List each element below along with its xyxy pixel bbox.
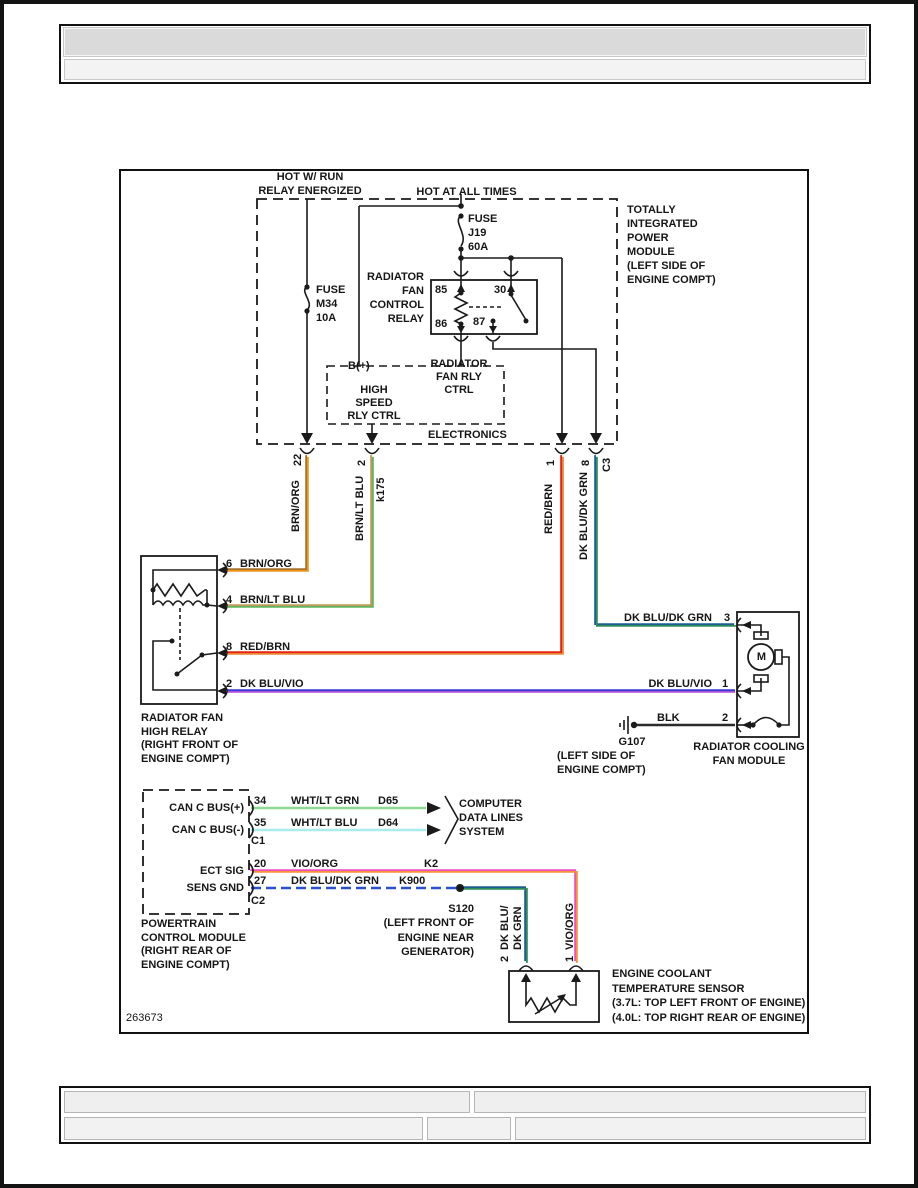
connector-c3: C3	[601, 457, 613, 472]
tipm-pin-2: 2	[356, 459, 368, 466]
tipm-box	[256, 198, 618, 445]
wire-s120-to-sensor	[459, 886, 528, 963]
b-plus-label: B(+)	[348, 360, 370, 372]
ground-g107-symbol	[619, 716, 638, 734]
footer-cell-top-left	[64, 1091, 470, 1113]
circuit-k900: K900	[399, 875, 426, 887]
sensor-wire-dk-blu-dk-grn-vert: DK BLU/ DK GRN	[499, 905, 524, 950]
fan-rly-ctrl-label: RADIATOR FAN RLY CTRL	[430, 358, 488, 396]
splice-s120-dot	[456, 884, 464, 892]
pcm-pin-27: 27	[254, 875, 267, 887]
wire-dk-blu-dk-grn	[594, 455, 736, 627]
fan-wire-dk-blu-dk-grn: DK BLU/DK GRN	[624, 612, 712, 624]
pcm-signal-sens-gnd: SENS GND	[186, 882, 244, 894]
fan-wire-dk-blu-vio: DK BLU/VIO	[648, 678, 712, 690]
wire-label-vio-org: VIO/ORG	[291, 858, 339, 870]
splice-s120-location: (LEFT FRONT OF ENGINE NEAR GENERATOR)	[383, 917, 474, 958]
pcm-pin-35: 35	[254, 817, 267, 829]
pcm-pin-34: 34	[254, 795, 267, 807]
footer-cell-top-right	[474, 1091, 866, 1113]
wiring-diagram-canvas	[140, 194, 800, 1023]
ect-sensor	[508, 965, 600, 1023]
wire-dk-blu-vio	[227, 689, 735, 693]
tipm-pin-8: 8	[580, 459, 592, 466]
splice-s120-label: S120	[448, 903, 474, 915]
page-header	[59, 24, 871, 84]
radiator-cooling-fan-module	[736, 611, 800, 738]
sensor-wire-vio-org-vert: VIO/ORG	[564, 902, 576, 950]
data-line-arrows	[427, 795, 459, 845]
high-relay-pin-2: 2	[226, 678, 233, 690]
fan-pin-3: 3	[724, 612, 731, 624]
circuit-k175: k175	[375, 477, 387, 502]
circuit-k2: K2	[424, 858, 439, 870]
relay-pin-86: 86	[435, 318, 448, 330]
wire-label-brn-lt-blu-vert: BRN/LT BLU	[354, 475, 366, 541]
radiator-fan-control-relay	[430, 270, 538, 366]
wire-label-wht-lt-blu: WHT/LT BLU	[291, 817, 358, 829]
ground-g107-location: (LEFT SIDE OF ENGINE COMPT)	[557, 750, 646, 776]
footer-cell-bottom-right	[515, 1117, 866, 1140]
wire-label-brn-org: BRN/ORG	[240, 558, 292, 570]
pcm-signal-can-c-bus-plus: CAN C BUS(+)	[169, 802, 244, 814]
pcm-signal-ect-sig: ECT SIG	[199, 865, 244, 877]
high-speed-rly-ctrl-label: HIGH SPEED RLY CTRL	[347, 384, 401, 422]
motor-symbol-label: M	[756, 651, 767, 663]
footer-cell-bottom-left	[64, 1117, 423, 1140]
tipm-connector-arcs	[299, 447, 604, 455]
footer-cell-bottom-middle	[427, 1117, 511, 1140]
page-footer	[59, 1086, 871, 1144]
wire-brn-org	[226, 455, 309, 572]
fan-wire-blk: BLK	[657, 712, 680, 724]
ect-sensor-label: ENGINE COOLANT TEMPERATURE SENSOR (3.7L:…	[612, 968, 806, 1024]
high-relay-pin-8: 8	[226, 641, 233, 653]
relay-pin-85: 85	[435, 284, 448, 296]
ground-g107-label: G107	[618, 736, 646, 748]
wire-label-brn-org-vert: BRN/ORG	[290, 480, 302, 532]
wire-label-brn-lt-blu: BRN/LT BLU	[240, 594, 306, 606]
figure-number: 263673	[126, 1012, 163, 1024]
computer-data-lines-label: COMPUTER DATA LINES SYSTEM	[459, 798, 523, 838]
wire-vio-org	[250, 869, 578, 963]
tipm-label: TOTALLY INTEGRATED POWER MODULE (LEFT SI…	[627, 204, 716, 286]
hot-at-all-times-label: HOT AT ALL TIMES	[416, 186, 517, 198]
relay-pin-30: 30	[494, 284, 507, 296]
pcm-label: POWERTRAIN CONTROL MODULE (RIGHT REAR OF…	[141, 918, 246, 971]
sensor-pin-2: 2	[499, 955, 511, 962]
circuit-d64: D64	[378, 817, 399, 829]
high-relay-label: RADIATOR FAN HIGH RELAY (RIGHT FRONT OF …	[141, 712, 239, 765]
pcm-box	[142, 789, 254, 915]
pcm-connector-c2: C2	[251, 895, 266, 907]
high-relay-pin-4: 4	[226, 594, 233, 606]
tipm-pin-1: 1	[545, 459, 557, 466]
control-relay-label: RADIATOR FAN CONTROL RELAY	[366, 271, 424, 325]
relay-pin-87: 87	[473, 316, 486, 328]
wire-red-brn	[226, 455, 564, 655]
wire-label-red-brn-vert: RED/BRN	[543, 483, 555, 534]
fuse-m34-label: FUSE M34 10A	[316, 284, 346, 324]
wire-brn-lt-blu	[226, 455, 374, 608]
wire-label-dk-blu-vio: DK BLU/VIO	[240, 678, 304, 690]
tipm-pin-22: 22	[292, 453, 304, 466]
high-relay-pin-6: 6	[226, 558, 233, 570]
wire-label-wht-lt-grn: WHT/LT GRN	[291, 795, 360, 807]
header-title-bar	[63, 27, 867, 57]
header-subtitle-bar	[64, 59, 866, 80]
fuse-j19-label: FUSE J19 60A	[468, 213, 498, 253]
fan-module-label: RADIATOR COOLING FAN MODULE	[693, 741, 805, 767]
wire-label-dk-blu-dk-grn-vert: DK BLU/DK GRN	[578, 472, 590, 560]
circuit-d65: D65	[378, 795, 399, 807]
radiator-fan-high-relay	[140, 555, 228, 705]
tipm-internal-wiring	[301, 194, 602, 444]
wire-label-dk-blu-dk-grn-h: DK BLU/DK GRN	[291, 875, 379, 887]
pcm-connector-c1: C1	[251, 835, 266, 847]
sensor-pin-1: 1	[564, 955, 576, 962]
wire-label-red-brn: RED/BRN	[240, 641, 291, 653]
electronics-label: ELECTRONICS	[428, 429, 507, 441]
fan-pin-2: 2	[722, 712, 729, 724]
pcm-pin-20: 20	[254, 858, 267, 870]
pcm-signal-can-c-bus-minus: CAN C BUS(-)	[171, 824, 244, 836]
hot-w-run-label: HOT W/ RUN RELAY ENERGIZED	[258, 171, 362, 197]
fan-pin-1: 1	[722, 678, 729, 690]
